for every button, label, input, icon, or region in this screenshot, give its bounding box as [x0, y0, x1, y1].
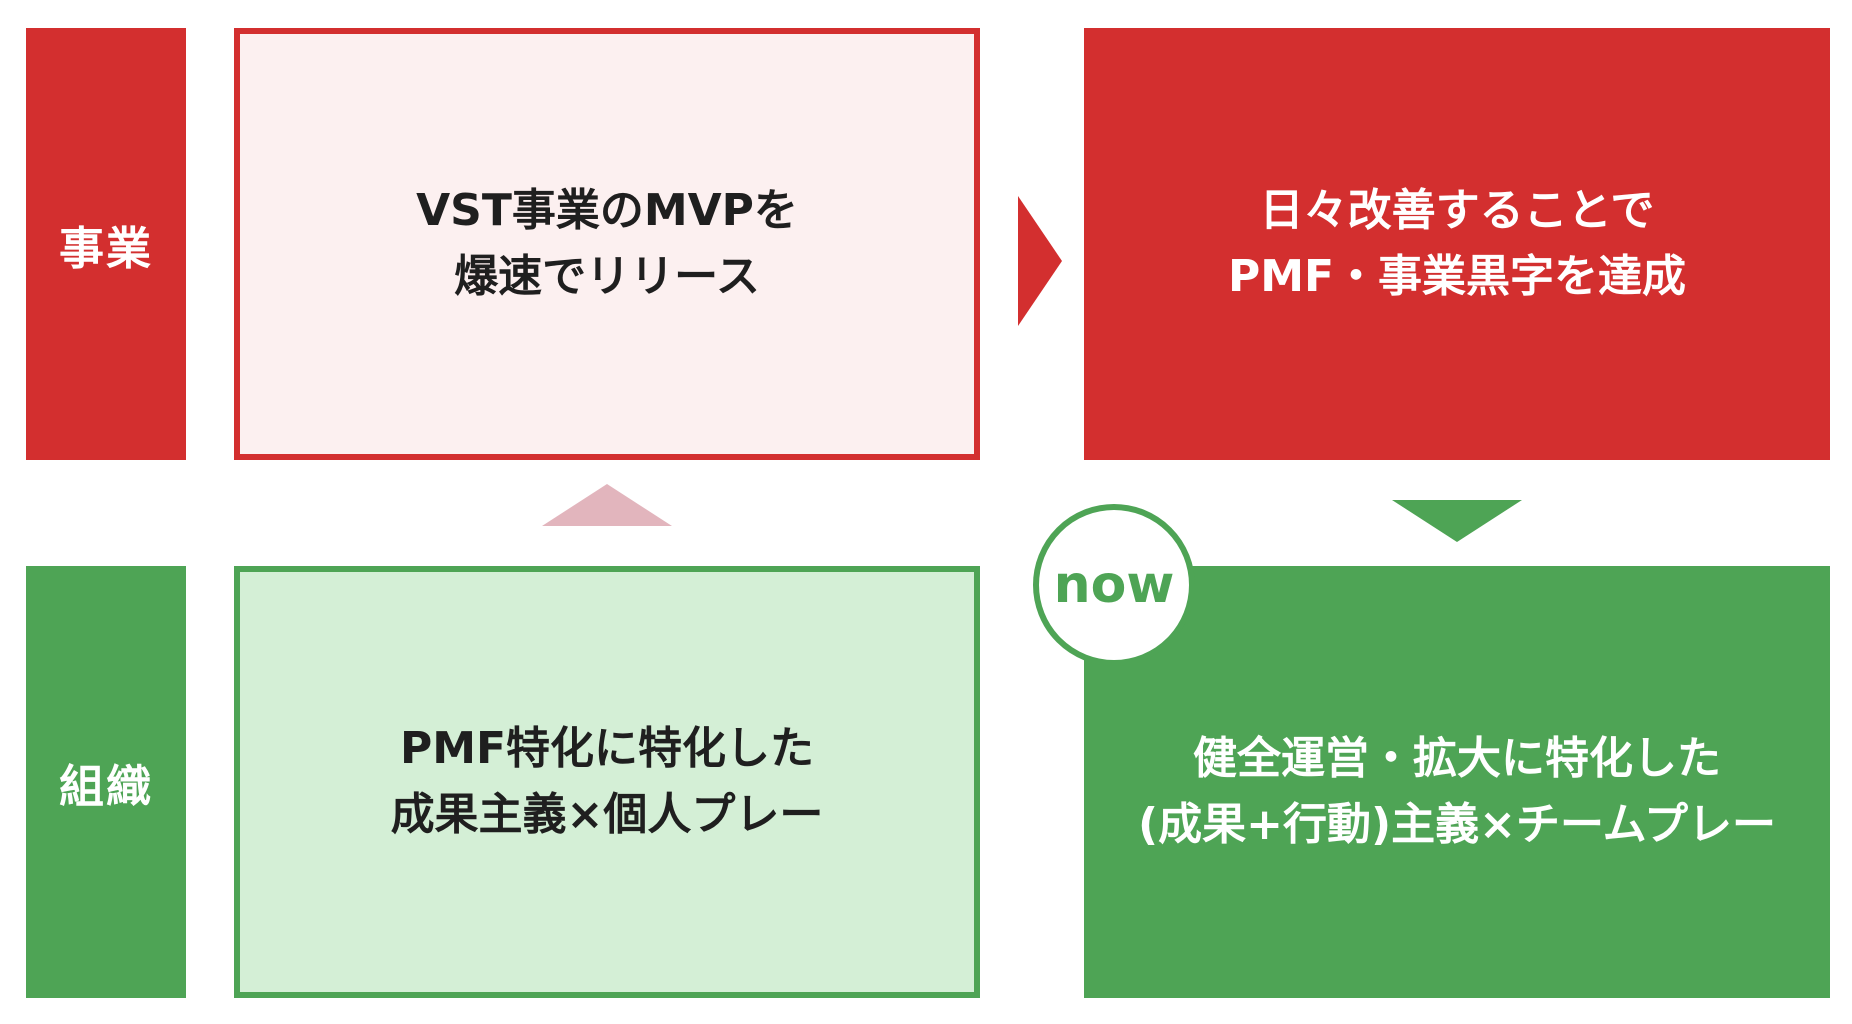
business-goal-line2: PMF・事業黒字を達成: [1227, 251, 1687, 302]
org-past-line1: PMF特化に特化した: [399, 723, 815, 774]
arrow-down-icon: [1392, 500, 1522, 542]
row-label-business: 事業: [26, 28, 186, 460]
row-label-organization-text: 組織: [58, 759, 153, 813]
org-now-line2: (成果+行動)主義×チームプレー: [1138, 799, 1776, 850]
row-label-organization: 組織: [26, 566, 186, 998]
org-now-line1: 健全運営・拡大に特化した: [1193, 733, 1721, 784]
business-past-line2: 爆速でリリース: [454, 251, 760, 302]
org-now-box: 健全運営・拡大に特化した (成果+行動)主義×チームプレー: [1084, 566, 1830, 998]
org-past-line2: 成果主義×個人プレー: [390, 789, 824, 840]
now-badge: now: [1033, 504, 1195, 666]
arrow-up-icon: [542, 484, 672, 526]
now-badge-text: now: [1053, 555, 1175, 615]
business-goal-line1: 日々改善することで: [1259, 185, 1655, 236]
business-past-box: VST事業のMVPを 爆速でリリース: [234, 28, 980, 460]
business-past-line1: VST事業のMVPを: [416, 185, 798, 236]
row-label-business-text: 事業: [58, 221, 153, 275]
business-goal-box: 日々改善することで PMF・事業黒字を達成: [1084, 28, 1830, 460]
org-past-box: PMF特化に特化した 成果主義×個人プレー: [234, 566, 980, 998]
arrow-right-icon: [1018, 196, 1062, 326]
